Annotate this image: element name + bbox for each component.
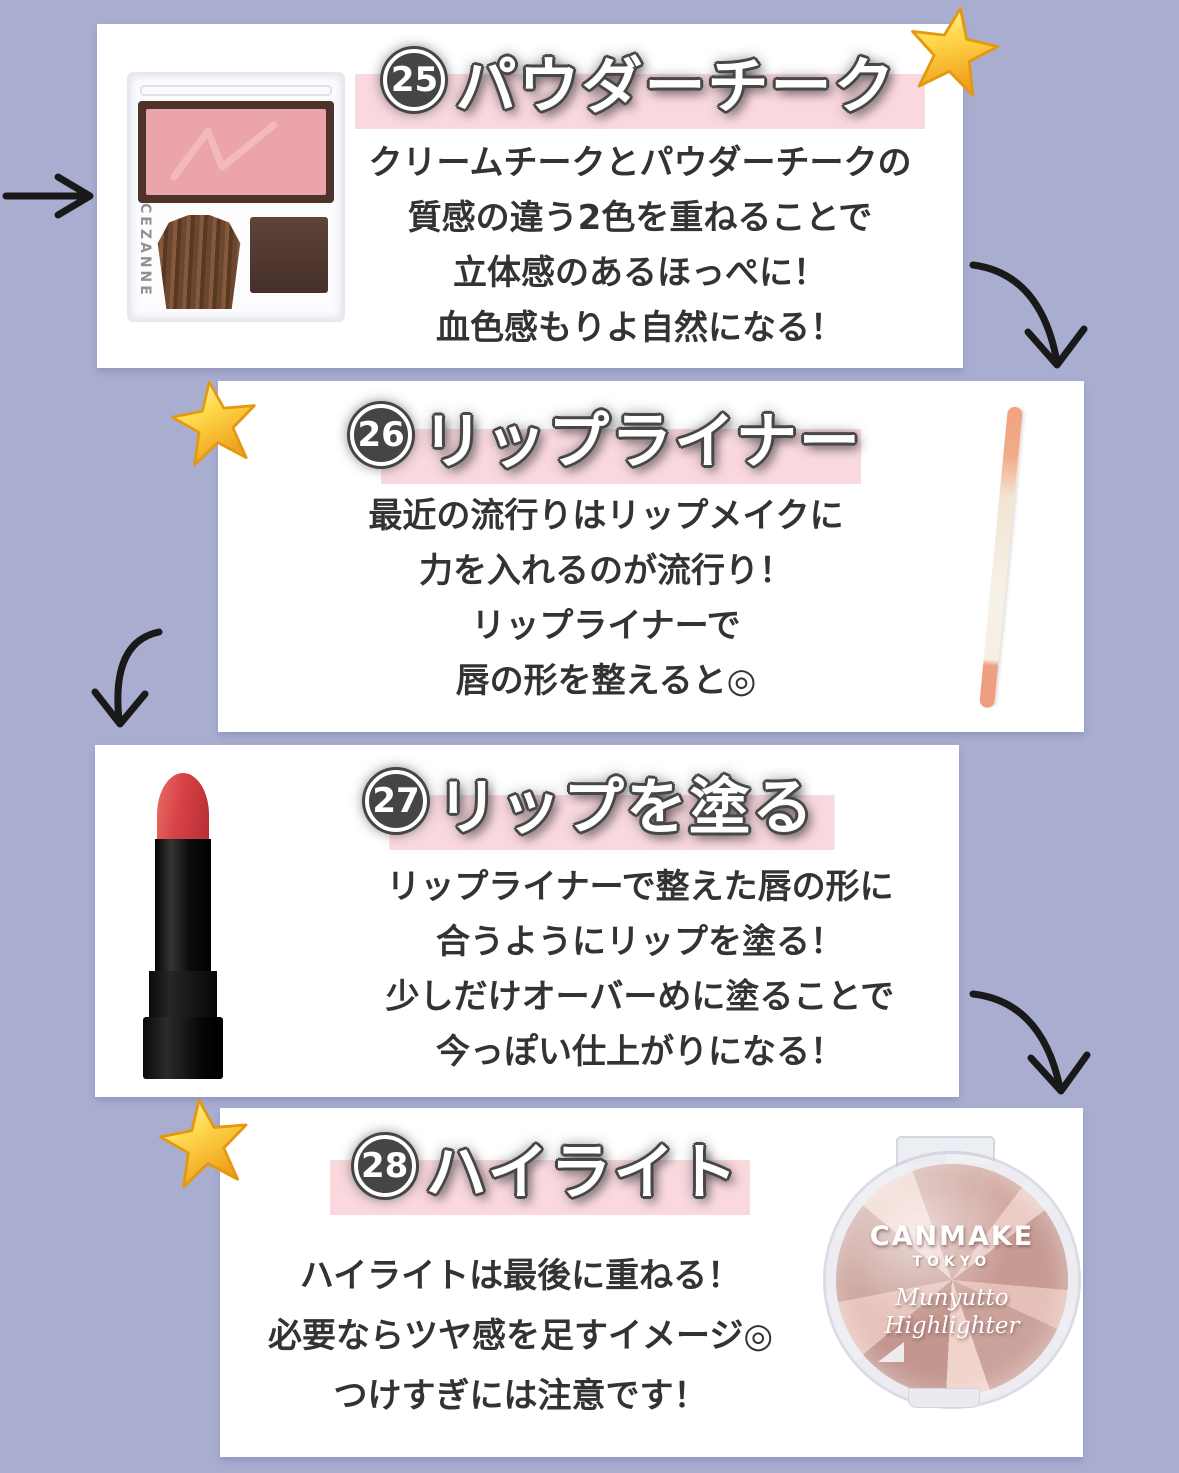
star-icon [911, 7, 1000, 97]
compact-hinge-tab [908, 1388, 980, 1408]
step-number-badge: 28 [353, 1135, 416, 1197]
body-line: 合うようにリップを塗る！ [436, 922, 844, 962]
lipstick-bullet [157, 773, 209, 843]
step-number-badge: 27 [364, 770, 427, 832]
body-line: 最近の流行りはリップメイクに [368, 496, 844, 536]
star-icon [171, 380, 256, 467]
section-card-highlight: 28 ハイライト ハイライトは最後に重ねる！ 必要ならツヤ感を足すイメージ◎ つ… [220, 1108, 1083, 1457]
body-line: 立体感のあるほっぺに！ [453, 253, 827, 293]
brand-label: CANMAKE [869, 1220, 1035, 1252]
section-title-26: 26 リップライナー [173, 383, 1039, 487]
section-title-25: 25 パウダーチーク [207, 28, 1073, 132]
body-line: リップライナーで整えた唇の形に [386, 867, 894, 907]
body-line: 今っぽい仕上がりになる！ [436, 1032, 844, 1072]
step-number-badge: 25 [383, 49, 446, 111]
compact-lid [140, 85, 332, 96]
body-line: 質感の違う2色を重ねることで [407, 198, 873, 238]
step-number: 26 [357, 415, 405, 455]
lipstick-product-image [143, 769, 285, 1081]
body-line: ハイライトは最後に重ねる！ [299, 1256, 742, 1296]
blush-pan [146, 109, 326, 195]
blush-brush-bristles [157, 215, 241, 309]
body-line: 唇の形を整えると◎ [455, 661, 757, 701]
curved-arrow-down-icon [91, 628, 163, 728]
curved-arrow-down-icon [969, 990, 1091, 1095]
section-body-text: 最近の流行りはリップメイクに 力を入れるのが流行り！ リップライナーで 唇の形を… [226, 489, 986, 709]
title-highlight-band [355, 74, 925, 129]
lipstick-tube [155, 839, 211, 971]
title-highlight-band [389, 795, 835, 850]
section-body-text: クリームチークとパウダーチークの 質感の違う2色を重ねることで 立体感のあるほっ… [260, 136, 1020, 356]
step-number: 27 [372, 781, 420, 821]
brand-sublabel: TOKYO [912, 1253, 992, 1270]
body-line: クリームチークとパウダーチークの [368, 143, 912, 183]
title-highlight-band [381, 429, 861, 484]
section-card-lip-liner: 26 リップライナー 最近の流行りはリップメイクに 力を入れるのが流行り！ リッ… [218, 381, 1084, 732]
product-name-script: Munyutto Highlighter [884, 1284, 1020, 1339]
body-line: 力を入れるのが流行り！ [419, 551, 793, 591]
lipstick-base [143, 1017, 223, 1079]
body-line: 必要ならツヤ感を足すイメージ◎ [268, 1316, 773, 1356]
brand-label: CEZANNE [137, 203, 153, 298]
canmake-highlighter-product-image: CANMAKE TOKYO Munyutto Highlighter [816, 1134, 1078, 1434]
section-title-text: パウダーチーク [455, 50, 897, 122]
section-title-27: 27 リップを塗る [158, 749, 1022, 853]
section-title-text: ハイライト [425, 1136, 740, 1208]
section-card-apply-lip: 27 リップを塗る リップライナーで整えた唇の形に 合うようにリップを塗る！ 少… [95, 745, 959, 1097]
section-title-text: リップライナー [422, 405, 862, 477]
body-line: リップライナーで [471, 606, 741, 646]
star-icon [159, 1098, 248, 1189]
body-line: 少しだけオーバーめに塗ることで [385, 977, 895, 1017]
arrow-right-icon [2, 173, 94, 219]
blush-pan-frame [138, 101, 334, 203]
highlighter-pan: CANMAKE TOKYO Munyutto Highlighter [826, 1154, 1078, 1406]
body-line: つけすぎには注意です！ [333, 1376, 708, 1416]
section-title-28: 28 ハイライト [115, 1114, 978, 1218]
section-body-text: リップライナーで整えた唇の形に 合うようにリップを塗る！ 少しだけオーバーめに塗… [260, 860, 1020, 1080]
section-title-text: リップを塗る [436, 771, 815, 843]
section-card-powder-cheek: 25 パウダーチーク クリームチークとパウダーチークの 質感の違う2色を重ねるこ… [97, 24, 963, 368]
step-number: 28 [360, 1146, 409, 1186]
cezanne-blush-product-image: CEZANNE [127, 72, 345, 322]
blush-swoosh-mark [170, 121, 278, 181]
lipstick-tube-step [149, 971, 217, 1017]
step-number: 25 [390, 60, 439, 100]
body-line: 血色感もりよ自然になる！ [436, 308, 844, 348]
section-body-text: ハイライトは最後に重ねる！ 必要ならツヤ感を足すイメージ◎ つけすぎには注意です… [141, 1246, 901, 1426]
curved-arrow-down-icon [969, 261, 1088, 369]
blush-brush-handle [250, 217, 328, 293]
step-number-badge: 26 [350, 404, 413, 466]
